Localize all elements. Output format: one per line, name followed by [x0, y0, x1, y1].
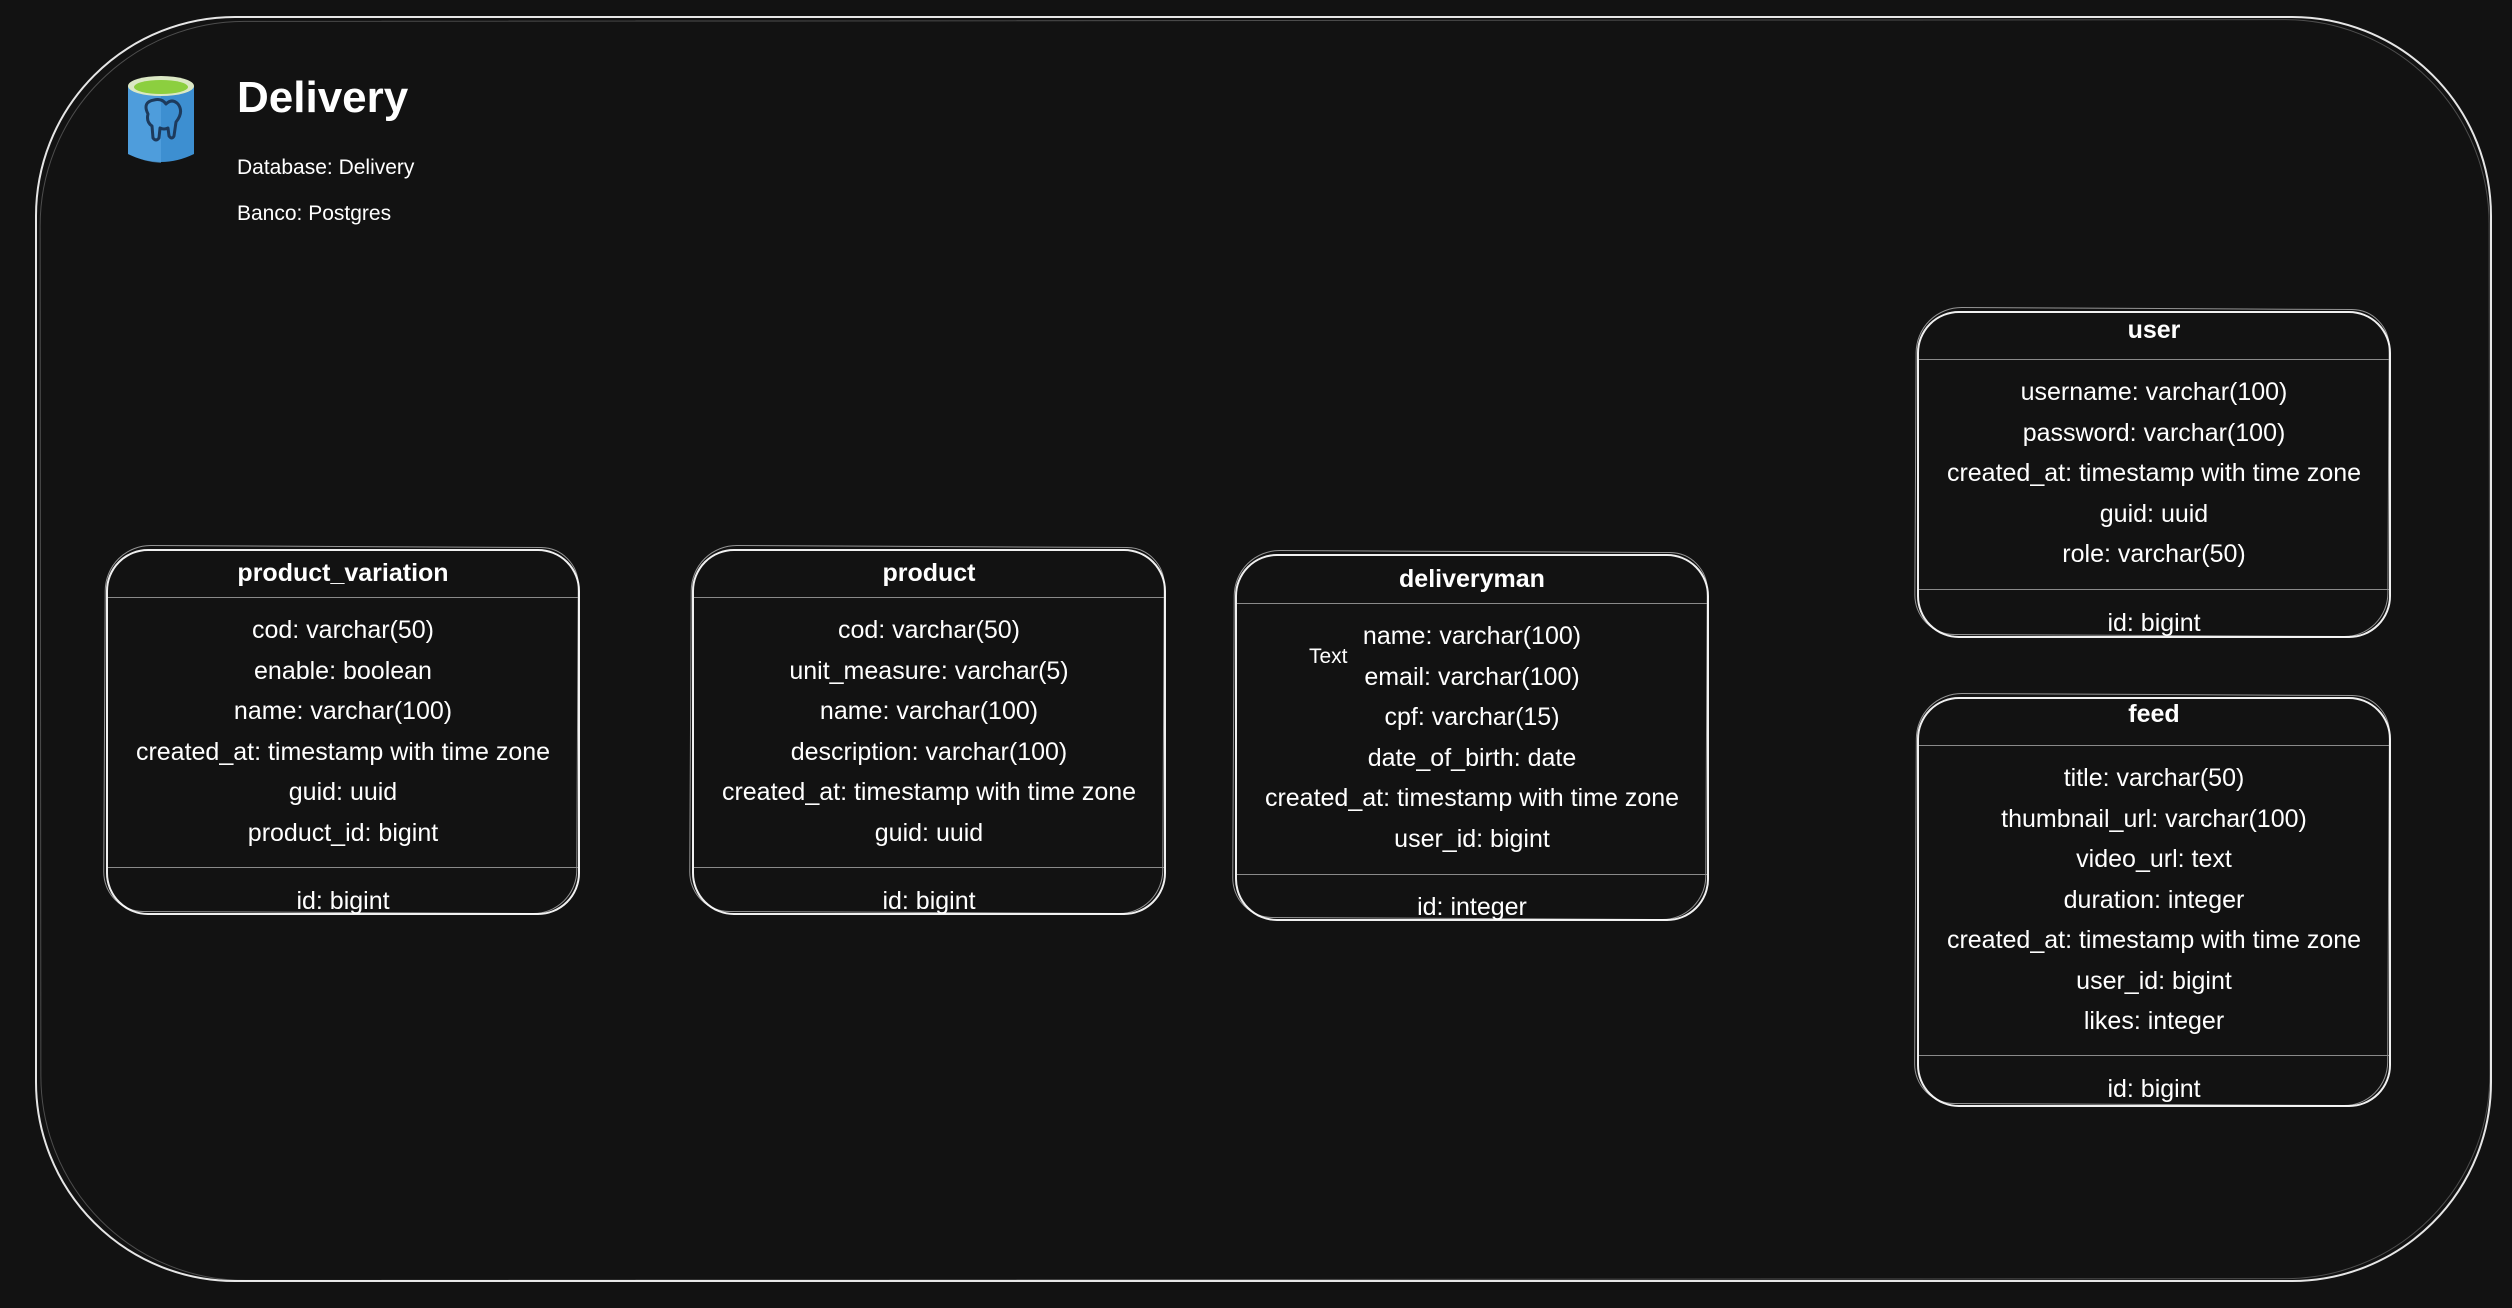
entity-user[interactable]: user username: varchar(100) password: va…: [1914, 306, 2391, 638]
field-row: cod: varchar(50): [837, 616, 1021, 644]
entity-product[interactable]: product cod: varchar(50) unit_measure: v…: [689, 544, 1166, 915]
field-row: created_at: timestamp with time zone: [1946, 459, 2362, 487]
field-row: name: varchar(100): [233, 697, 453, 725]
entity-header-divider: [108, 597, 578, 598]
entity-header-divider: [1919, 359, 2389, 360]
primary-key-field: id: bigint: [2107, 609, 2201, 637]
field-row: guid: uuid: [2099, 499, 2209, 528]
field-row: product_id: bigint: [247, 818, 439, 847]
entity-fields: cod: varchar(50) enable: boolean name: v…: [106, 610, 580, 853]
entity-name: feed: [2128, 700, 2180, 728]
entity-header-divider: [1919, 745, 2389, 746]
entity-name: deliveryman: [1399, 565, 1545, 593]
field-row: created_at: timestamp with time zone: [721, 778, 1137, 806]
field-row: role: varchar(50): [2062, 540, 2246, 568]
entity-pk-divider: [1919, 1055, 2389, 1056]
primary-key-field: id: bigint: [2107, 1075, 2201, 1103]
entity-pk-divider: [1237, 874, 1707, 875]
field-row: date_of_birth: date: [1367, 743, 1577, 772]
primary-key-field: id: bigint: [296, 887, 390, 915]
entity-feed[interactable]: feed title: varchar(50) thumbnail_url: v…: [1913, 692, 2391, 1107]
field-row: cod: varchar(50): [251, 616, 435, 644]
text-label: Text: [1309, 645, 1348, 668]
field-row: unit_measure: varchar(5): [789, 656, 1069, 685]
field-row: name: varchar(100): [819, 697, 1039, 725]
field-row: user_id: bigint: [2076, 966, 2232, 995]
primary-key-field: id: integer: [1417, 893, 1527, 921]
entity-border: [692, 549, 1166, 915]
postgres-database-icon: [128, 76, 194, 163]
field-row: created_at: timestamp with time zone: [1264, 784, 1680, 812]
entity-name: user: [2127, 316, 2181, 344]
diagram-title: Delivery: [237, 73, 409, 122]
field-row: guid: uuid: [874, 818, 984, 847]
field-row: description: varchar(100): [790, 737, 1068, 766]
entity-fields: title: varchar(50) thumbnail_url: varcha…: [1917, 758, 2391, 1042]
primary-key-field: id: bigint: [882, 887, 976, 915]
database-name-label: Database: Delivery: [237, 156, 415, 179]
field-row: title: varchar(50): [2063, 764, 2245, 792]
field-row: created_at: timestamp with time zone: [1946, 926, 2362, 954]
field-row: email: varchar(100): [1364, 662, 1580, 691]
entity-border: [1235, 554, 1709, 921]
database-engine-label: Banco: Postgres: [237, 202, 392, 225]
entity-border: [1917, 311, 2391, 638]
field-row: created_at: timestamp with time zone: [135, 737, 551, 766]
entity-fields: cod: varchar(50) unit_measure: varchar(5…: [692, 610, 1166, 853]
field-row: password: varchar(100): [2022, 418, 2286, 447]
entity-header-divider: [694, 597, 1164, 598]
entity-pk-divider: [694, 867, 1164, 868]
entity-name: product_variation: [237, 559, 449, 587]
entity-header-divider: [1237, 603, 1707, 604]
entity-fields: username: varchar(100) password: varchar…: [1917, 372, 2391, 575]
entity-border: [106, 549, 580, 915]
entity-pk-divider: [108, 867, 578, 868]
entity-name: product: [882, 559, 976, 587]
field-row: guid: uuid: [288, 778, 398, 806]
field-row: enable: boolean: [254, 656, 432, 685]
field-row: name: varchar(100): [1362, 622, 1582, 650]
field-row: username: varchar(100): [2020, 378, 2288, 406]
field-row: duration: integer: [2063, 885, 2245, 914]
field-row: video_url: text: [2076, 845, 2232, 873]
field-row: user_id: bigint: [1394, 824, 1550, 853]
field-row: thumbnail_url: varchar(100): [2001, 804, 2307, 833]
field-row: cpf: varchar(15): [1384, 703, 1560, 731]
entity-pk-divider: [1919, 589, 2389, 590]
diagram-frame: [35, 16, 2492, 1282]
field-row: likes: integer: [2083, 1007, 2225, 1035]
entity-fields: name: varchar(100) email: varchar(100) c…: [1235, 616, 1709, 859]
entity-product-variation[interactable]: product_variation cod: varchar(50) enabl…: [103, 544, 580, 915]
entity-deliveryman[interactable]: deliveryman name: varchar(100) email: va…: [1232, 549, 1709, 921]
entity-border: [1917, 697, 2391, 1107]
